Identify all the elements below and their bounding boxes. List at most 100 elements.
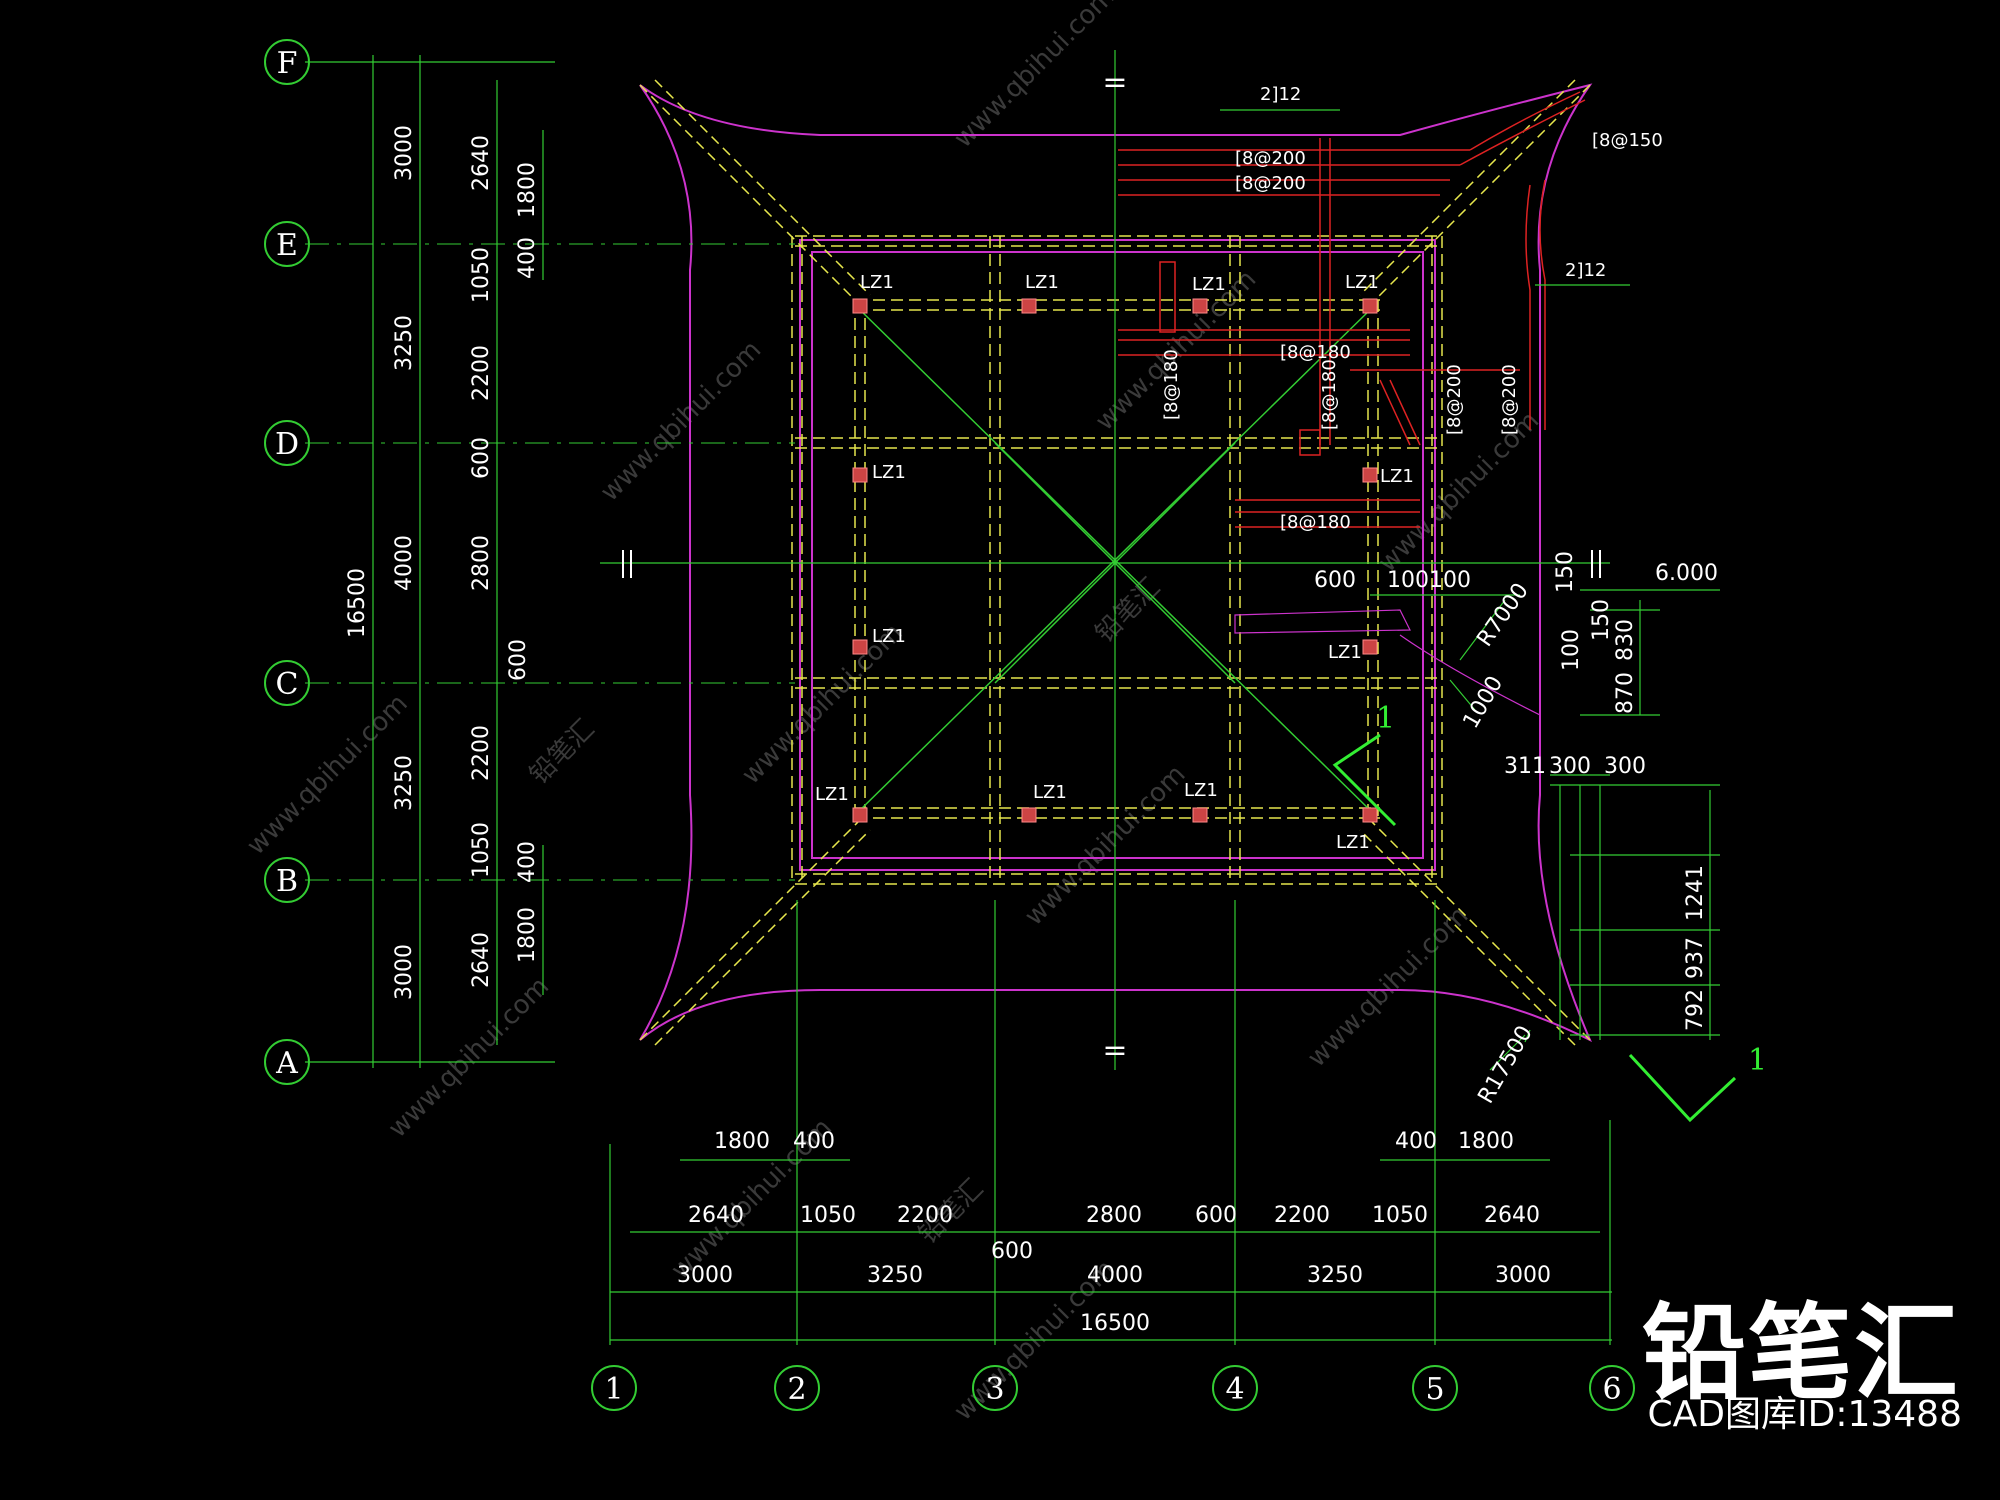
rebar-note: [8@200 xyxy=(1235,173,1306,194)
dim-detail: 1050 xyxy=(469,822,494,878)
dim-right: 300 xyxy=(1604,754,1646,779)
dim-right: 870 xyxy=(1613,672,1638,714)
row-labels: F E D C B A xyxy=(275,46,299,1081)
rebar-note: [8@200 xyxy=(1444,364,1465,435)
dim-bay: 3000 xyxy=(392,944,417,1000)
dim-right: 1000 xyxy=(1459,672,1509,733)
dim-right: 830 xyxy=(1613,619,1638,661)
column-label: LZ1 xyxy=(1328,642,1362,663)
dim-bottom: 2640 xyxy=(1484,1203,1540,1228)
grid-row-e: E xyxy=(276,228,298,263)
column-label: LZ1 xyxy=(1345,272,1379,293)
watermark-text: www.qbihui.com xyxy=(1302,901,1474,1073)
rebar-note: 2]12 xyxy=(1565,260,1606,281)
dim-bottom: 600 xyxy=(991,1239,1033,1264)
grid-row-c: C xyxy=(276,667,299,702)
watermark-cn: 铅笔汇 xyxy=(1090,573,1166,649)
column-markers xyxy=(852,298,1378,823)
column-label: LZ1 xyxy=(872,626,906,647)
dim-right: 600 xyxy=(1314,568,1356,593)
watermark-text: www.qbihui.com xyxy=(948,0,1120,154)
dim-right: 792 xyxy=(1683,989,1708,1031)
column-label: LZ1 xyxy=(860,272,894,293)
watermark-cn: 铅笔汇 xyxy=(524,714,600,790)
grid-col-4: 4 xyxy=(1225,1372,1244,1407)
dim-small: 1800 xyxy=(515,907,540,963)
dim-right: 300 xyxy=(1549,754,1591,779)
right-detail-lines xyxy=(1234,589,1720,1071)
dim-bottom: 3000 xyxy=(1495,1263,1551,1288)
column-label: LZ1 xyxy=(1184,780,1218,801)
dim-total: 16500 xyxy=(345,568,370,638)
section-marks xyxy=(1332,733,1737,1123)
dim-bottom: 3250 xyxy=(867,1263,923,1288)
axis-lines xyxy=(305,50,1611,1345)
hip-rafters xyxy=(639,79,1591,1046)
row-bubbles xyxy=(264,39,310,1085)
col-labels: 1 2 3 4 5 6 xyxy=(604,1372,1621,1407)
section-label: 1 xyxy=(1748,1043,1767,1078)
column-label: LZ1 xyxy=(872,462,906,483)
dim-bottom: 1800 xyxy=(1458,1129,1514,1154)
dim-right: 311 xyxy=(1504,754,1546,779)
column-label: LZ1 xyxy=(1192,274,1226,295)
bottom-dimensions xyxy=(610,1159,1612,1341)
grid-col-5: 5 xyxy=(1425,1372,1444,1407)
symmetry-mark: = xyxy=(1102,1033,1127,1068)
dim-bottom: 2640 xyxy=(688,1203,744,1228)
dim-detail: 1050 xyxy=(469,247,494,303)
left-dimensions xyxy=(372,55,544,1068)
rebar-note: [8@180 xyxy=(1161,349,1182,420)
dim-bottom: 3000 xyxy=(677,1263,733,1288)
dim-bottom: 2200 xyxy=(1274,1203,1330,1228)
grid-col-6: 6 xyxy=(1602,1372,1621,1407)
dim-bottom: 1800 xyxy=(714,1129,770,1154)
dim-detail: 2800 xyxy=(469,535,494,591)
rebar-notes: 2]12 [8@200 [8@200 [8@150 2]12 [8@180 [8… xyxy=(1161,84,1663,533)
dim-bottom-total: 16500 xyxy=(1080,1311,1150,1336)
dim-right: 100 xyxy=(1387,568,1429,593)
radius-label: R17500 xyxy=(1474,1022,1538,1108)
rebar-note: [8@150 xyxy=(1592,130,1663,151)
dim-bottom: 600 xyxy=(1195,1203,1237,1228)
dim-detail: 2200 xyxy=(469,345,494,401)
dim-bay: 4000 xyxy=(392,535,417,591)
dim-detail: 2640 xyxy=(469,135,494,191)
column-label: LZ1 xyxy=(1336,832,1370,853)
elevation-mark: 6.000 xyxy=(1655,561,1718,586)
watermark-text: www.qbihui.com xyxy=(595,335,767,507)
dim-bottom: 400 xyxy=(1395,1129,1437,1154)
dim-bottom: 2200 xyxy=(897,1203,953,1228)
rebar-note: 2]12 xyxy=(1260,84,1301,105)
section-label: 1 xyxy=(1376,701,1395,736)
dim-bay: 3250 xyxy=(392,315,417,371)
rebar-note: [8@200 xyxy=(1499,364,1520,435)
column-labels: LZ1 LZ1 LZ1 LZ1 LZ1 LZ1 LZ1 LZ1 LZ1 LZ1 … xyxy=(815,272,1414,853)
dim-bottom: 1050 xyxy=(800,1203,856,1228)
grid-row-b: B xyxy=(276,864,298,899)
rebar-layout xyxy=(1118,91,1586,528)
grid-row-a: A xyxy=(275,1046,298,1081)
rebar-note: [8@180 xyxy=(1280,342,1351,363)
grid-col-1: 1 xyxy=(604,1372,623,1407)
dim-bay: 3000 xyxy=(392,125,417,181)
dim-right: 1241 xyxy=(1683,865,1708,921)
brand-logo-text: 铅笔汇 xyxy=(1641,1292,1960,1414)
symmetry-marks: = = xyxy=(622,65,1601,1068)
radius-label: R7000 xyxy=(1472,579,1533,652)
grid-row-f: F xyxy=(277,46,298,81)
dim-detail: 600 xyxy=(469,437,494,479)
dim-right: 150 xyxy=(1589,599,1614,641)
watermark-text: www.qbihui.com xyxy=(241,689,413,861)
roof-outline xyxy=(639,83,1593,1043)
dim-small: 400 xyxy=(515,237,540,279)
rebar-note: [8@180 xyxy=(1319,359,1340,430)
grid-col-2: 2 xyxy=(787,1372,806,1407)
dim-right: 100 xyxy=(1559,629,1584,671)
left-dim-text: 16500 3000 3250 4000 3250 3000 2640 1050… xyxy=(345,125,540,1000)
symmetry-mark: = xyxy=(1102,65,1127,100)
section-labels: 1 1 xyxy=(1376,701,1767,1078)
dim-detail: 2640 xyxy=(469,932,494,988)
dim-bay: 3250 xyxy=(392,755,417,811)
